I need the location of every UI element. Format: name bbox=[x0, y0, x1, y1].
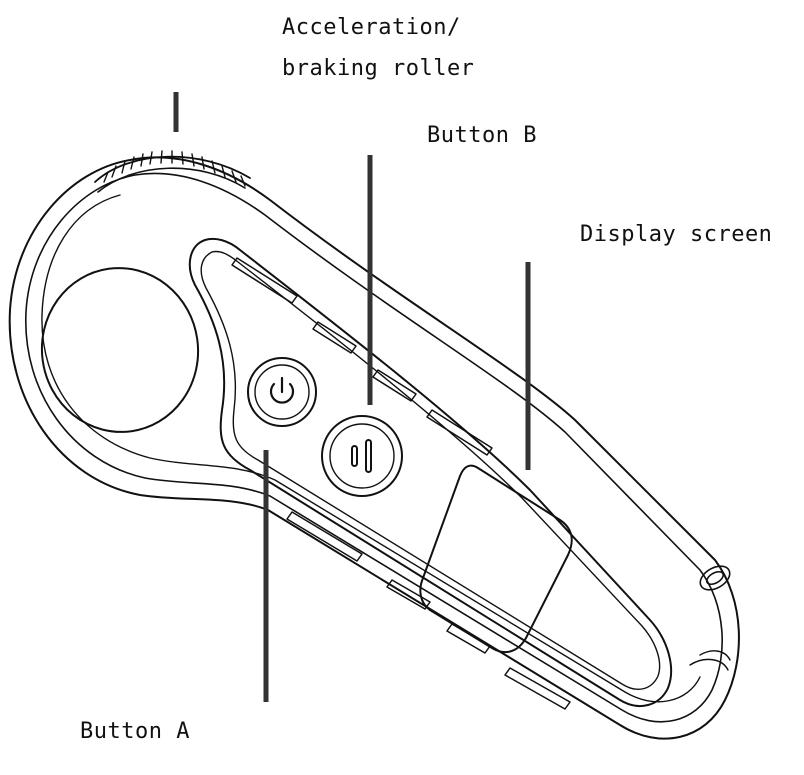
display-screen-label: Display screen bbox=[580, 222, 773, 247]
roller-wheel bbox=[94, 155, 251, 183]
display-screen bbox=[419, 464, 573, 654]
lanyard-hole bbox=[699, 565, 731, 591]
double-bar-icon bbox=[351, 439, 372, 473]
roller-label-line-1: Acceleration/ bbox=[282, 15, 461, 40]
button-b-label: Button B bbox=[427, 123, 537, 148]
button-a-label: Button A bbox=[80, 719, 190, 744]
roller-knurls bbox=[103, 150, 246, 187]
tail-seam-2 bbox=[689, 658, 729, 671]
remote-body-outline bbox=[8, 156, 740, 740]
handle-opening bbox=[40, 267, 200, 433]
button-a bbox=[247, 357, 317, 427]
roller-wheel-edge bbox=[97, 167, 246, 193]
control-panel-inner bbox=[200, 250, 661, 690]
remote-body-inner-contour bbox=[25, 172, 723, 723]
roller-label-line-2: braking roller bbox=[282, 56, 475, 81]
vent-slots bbox=[231, 257, 571, 710]
power-icon bbox=[269, 376, 295, 404]
tail-seam bbox=[699, 650, 731, 661]
button-b bbox=[321, 415, 403, 497]
remote-body-ridge bbox=[41, 194, 701, 703]
control-panel-outline bbox=[188, 237, 673, 707]
